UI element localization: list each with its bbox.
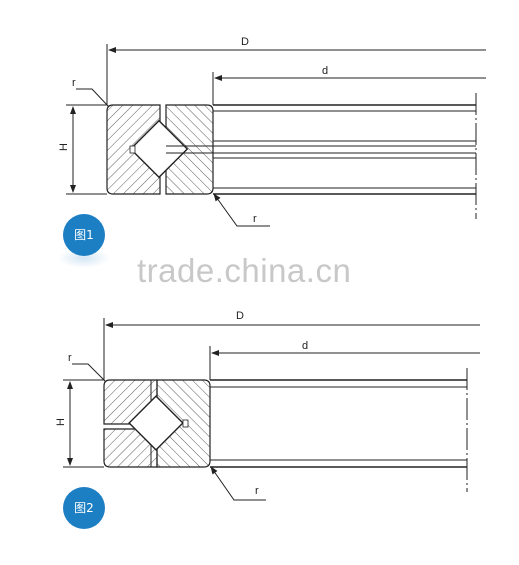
label-r-bottom-fig2: r: [255, 485, 259, 497]
figure-2: D d H: [55, 310, 480, 529]
watermark-text: trade.china.cn: [137, 252, 351, 289]
bearing-cross-section-fig2: [103, 379, 211, 468]
label-r-top-fig2: r: [68, 352, 72, 364]
dimension-D-fig1: D: [106, 36, 486, 105]
label-r-bottom-fig1: r: [253, 213, 257, 225]
dimension-d-fig2: d: [209, 340, 480, 380]
label-H-fig1: H: [58, 143, 70, 151]
dimension-D-fig2: D: [103, 310, 480, 380]
radius-leader-bottom-fig2: r: [210, 466, 266, 501]
bearing-cross-section-fig1: [106, 104, 214, 195]
label-D-fig2: D: [236, 310, 244, 322]
radius-leader-bottom-fig1: r: [213, 193, 270, 227]
label-d-fig1: d: [322, 65, 328, 77]
dimension-H-fig2: H: [55, 379, 104, 468]
dimension-H-fig1: H: [58, 104, 107, 195]
badge-label-2: 图2: [74, 501, 94, 515]
label-d-fig2: d: [302, 340, 308, 352]
label-D-fig1: D: [241, 36, 249, 48]
dimension-d-fig1: d: [212, 65, 486, 105]
radius-leader-top-fig1: r: [72, 77, 110, 108]
badge-label-1: 图1: [74, 228, 94, 242]
ring-body-fig1: [166, 93, 477, 219]
label-r-top-fig1: r: [72, 77, 76, 89]
label-H-fig2: H: [55, 418, 67, 426]
figure-1: D d H: [58, 36, 486, 268]
radius-leader-top-fig2: r: [68, 352, 107, 383]
figure-badge-1: 图1: [58, 214, 110, 268]
figure-badge-2: 图2: [63, 487, 105, 529]
ring-body-fig2: [210, 368, 468, 492]
